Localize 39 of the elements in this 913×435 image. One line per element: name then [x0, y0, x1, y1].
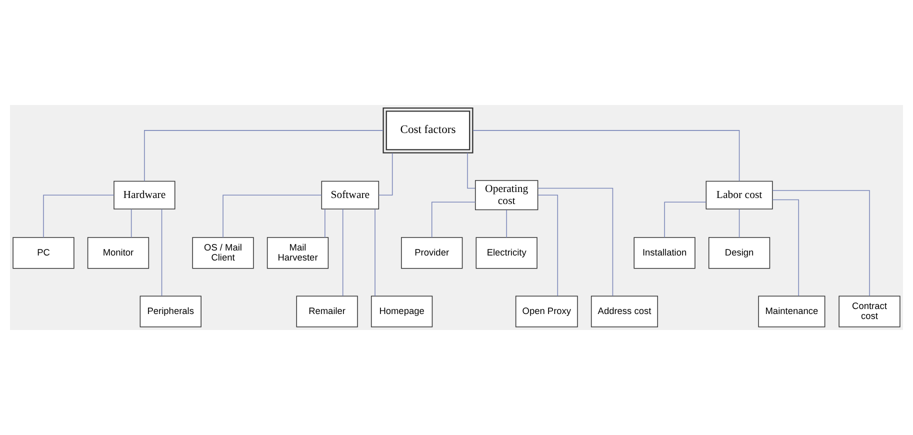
connector: [144, 130, 384, 182]
connector: [506, 210, 507, 238]
connector: [342, 208, 344, 296]
node-box: OS / Mail Client: [192, 237, 254, 269]
connector: [772, 190, 870, 296]
connector: [664, 202, 706, 238]
connector: [538, 194, 558, 296]
node-box: PC: [12, 237, 74, 269]
node-box: Monitor: [87, 237, 150, 269]
node-box: Provider: [401, 237, 463, 269]
node-box: Address cost: [590, 296, 658, 328]
node-box: Software: [321, 180, 380, 210]
node-box: Maintenance: [758, 296, 826, 328]
connector: [374, 208, 376, 296]
connector: [467, 152, 476, 189]
node-box: Hardware: [114, 180, 176, 210]
node-box: Installation: [634, 237, 696, 269]
node-box: Operating cost: [475, 180, 538, 210]
node-box: Remailer: [296, 296, 358, 328]
connector: [324, 208, 326, 238]
connector: [222, 194, 322, 238]
node-box: Labor cost: [706, 180, 773, 210]
connector: [130, 208, 132, 238]
connector: [431, 202, 476, 238]
connector: [472, 130, 740, 182]
node-box: Design: [708, 237, 770, 269]
connector: [161, 208, 162, 296]
node-box: Mail Harvester: [266, 237, 329, 269]
connector: [537, 188, 614, 296]
node-box: Peripherals: [140, 296, 202, 328]
connector: [43, 194, 114, 238]
node-box: Contract cost: [838, 296, 900, 328]
connector: [738, 208, 740, 238]
node-box: Open Proxy: [515, 296, 578, 328]
node-box: Homepage: [370, 296, 433, 328]
connector: [772, 199, 799, 296]
node-box: Electricity: [476, 237, 538, 269]
node-box: Cost factors: [382, 108, 474, 154]
connector: [378, 152, 393, 196]
